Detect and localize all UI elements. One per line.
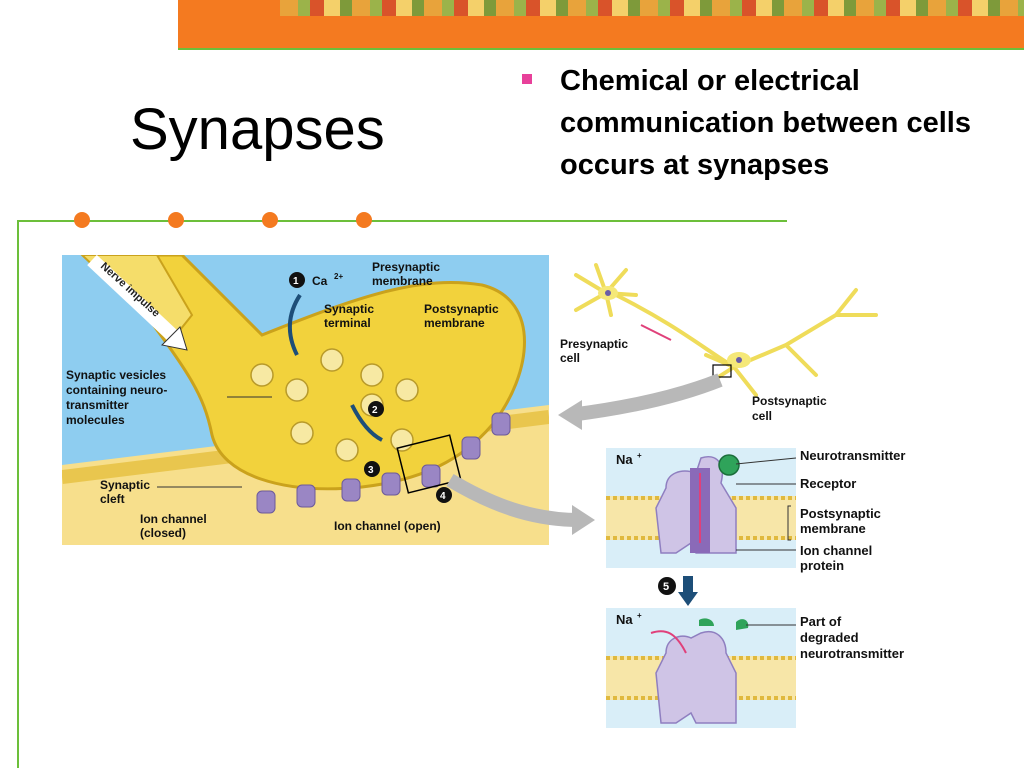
down-arrow-head [678,592,698,606]
orange-dot [74,212,90,228]
step-5-badge [658,577,676,595]
channel-closed-panel: Na + [606,608,796,728]
synaptic-terminal-label: Synaptic [324,302,374,316]
gray-arrowhead [558,400,582,430]
synaptic-terminal-shape [100,255,526,491]
synaptic-vesicles [250,348,419,462]
presynaptic-membrane-label: membrane [372,274,433,288]
ion-channel-closed-label: (closed) [140,526,186,540]
synaptic-terminal-label: terminal [324,316,371,330]
synaptic-vesicles-label: molecules [66,413,125,427]
degraded-fragment [736,619,749,630]
step-5-indicator: 5 [658,576,698,606]
neurotransmitter-label: Neurotransmitter [800,448,905,463]
step-3-badge [364,461,380,477]
connector-arrows [446,373,723,535]
synapse-zoom-box [712,364,732,378]
neurotransmitter-molecule [718,454,740,476]
zoom-box [396,434,462,494]
vertical-divider-line [17,220,19,768]
presynaptic-cell-label: Presynaptic [560,337,628,351]
degraded-fragment [699,618,714,626]
step-5-number: 5 [663,581,669,593]
synapse-diagram: Nerve impulse 1 Ca 2+ Presynaptic membra… [62,255,549,545]
sodium-return-arrow [650,630,687,654]
orange-dot [168,212,184,228]
synaptic-vesicles-label: transmitter [66,398,129,412]
horizontal-divider-line [17,220,787,222]
sodium-label: Na [616,612,633,627]
step-4-number: 4 [440,491,446,502]
orange-dot [356,212,372,228]
presynaptic-cell-label: cell [560,351,580,365]
step-1-number: 1 [293,276,299,287]
bullet-text: Chemical or electrical communication bet… [560,65,971,181]
channel-open-panel: Na + [606,448,796,568]
nerve-impulse-arrowhead [160,326,188,351]
membrane-brace [787,505,791,541]
channel-open-labels: Neurotransmitter Receptor Postsynaptic m… [736,448,905,573]
neuron-overview-diagram: Presynaptic cell Postsynaptic cell [560,263,878,423]
synaptic-vesicles-label: containing neuro- [66,383,167,397]
top-decorative-strip [280,0,1024,16]
receptor-label: Receptor [800,476,856,491]
ion-channel-closed-label: Ion channel [140,512,207,526]
degraded-neurotransmitter-label: neurotransmitter [800,646,904,661]
gray-arrowhead [572,505,595,535]
synaptic-cleft-label: Synaptic [100,478,150,492]
step-2-badge [368,401,384,417]
step-2-number: 2 [372,405,378,416]
calcium-superscript: 2+ [334,272,343,281]
ion-channels [256,412,511,514]
bullet-square-icon [522,74,532,84]
postsynaptic-cell-label: cell [752,409,772,423]
ion-channel-open-label: Ion channel (open) [334,519,441,533]
step-3-number: 3 [368,465,374,476]
synaptic-vesicles-label: Synaptic vesicles [66,368,166,382]
signal-direction-arrow [640,324,672,341]
postsynaptic-membrane-label: membrane [424,316,485,330]
postsynaptic-membrane-label: Postsynaptic [424,302,499,316]
sodium-superscript: + [637,611,642,620]
ion-channel-protein-label: Ion channel [800,543,872,558]
sodium-label: Na [616,452,633,467]
presynaptic-nucleus [605,290,611,296]
vesicle-fusion-arrow [350,404,383,442]
degraded-neurotransmitter-label: degraded [800,630,859,645]
gray-arrow-to-terminal [569,373,723,422]
postsynaptic-cell-label: Postsynaptic [752,394,827,408]
closed-channel-protein-shape [655,631,737,724]
gray-arrow-to-channel [446,473,581,527]
orange-dot [262,212,278,228]
top-divider-line [178,48,1024,50]
ion-channel-protein-label: protein [800,558,844,573]
nerve-impulse-arrow [87,255,177,341]
sodium-superscript: + [637,451,642,460]
postsynaptic-nucleus [736,357,742,363]
postsynaptic-membrane-detail-label: membrane [800,521,866,536]
presynaptic-membrane-label: Presynaptic [372,260,440,274]
channel-closed-labels: Part of degraded neurotransmitter [746,614,904,661]
neurotransmitter-leader-line [736,457,797,465]
synaptic-cleft-label: cleft [100,492,125,506]
postsynaptic-membrane-detail-label: Postsynaptic [800,506,881,521]
down-arrow-shaft [683,576,693,594]
slide-title: Synapses [130,97,385,162]
calcium-arrow [287,293,302,356]
calcium-label: Ca [312,274,328,288]
step-1-badge [289,272,305,288]
degraded-neurotransmitter-label: Part of [800,614,842,629]
step-4-badge [436,487,452,503]
